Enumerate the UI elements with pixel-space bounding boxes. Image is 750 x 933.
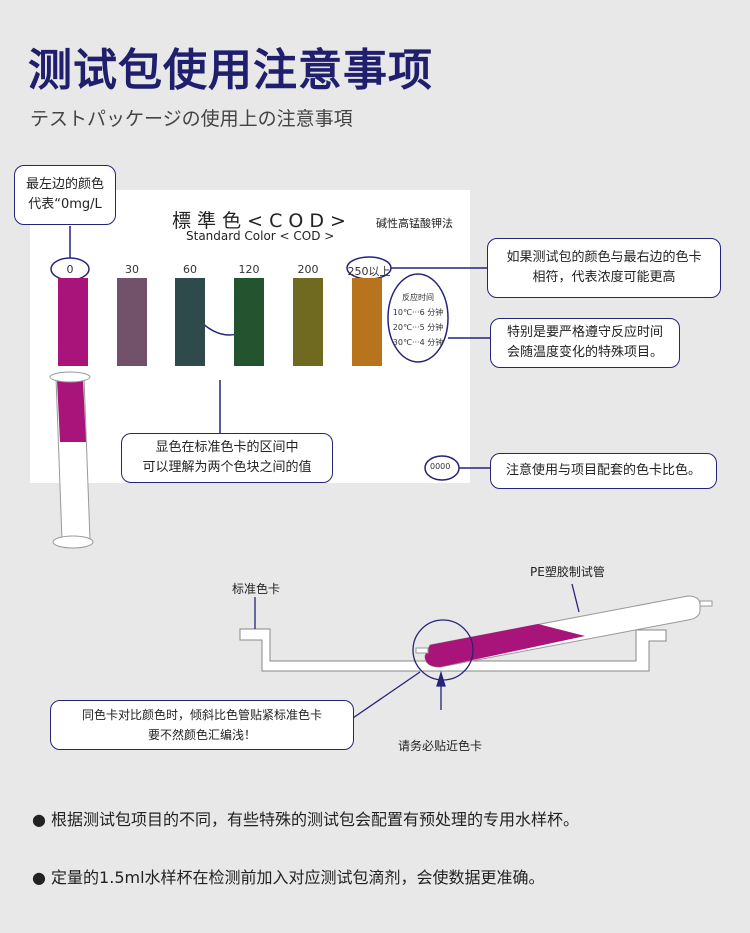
callout-right-top: 如果测试包的颜色与最右边的色卡 相符，代表浓度可能更高 xyxy=(487,238,721,298)
card-label: 标准色卡 xyxy=(232,582,281,596)
reaction-row: 30℃···4 分钟 xyxy=(392,338,444,347)
callout-line: 显色在标准色卡的区间中 xyxy=(155,440,299,455)
callout-line: 相符，代表浓度可能更高 xyxy=(532,270,676,285)
arrow-label: 请务必贴近色卡 xyxy=(398,739,483,753)
note-item: ● 定量的1.5ml水样杯在检测前加入对应测试包滴剂，会使数据更准确。 xyxy=(32,868,545,887)
swatch-label: 120 xyxy=(238,263,260,276)
swatch-200 xyxy=(293,278,323,366)
swatch-label: 60 xyxy=(183,263,197,276)
card-method: 碱性高锰酸钾法 xyxy=(376,217,453,230)
swatch-30 xyxy=(117,278,147,366)
reaction-row: 10℃···6 分钟 xyxy=(392,308,444,317)
swatch-120 xyxy=(234,278,264,366)
tip-line: 同色卡对比颜色时，倾斜比色管贴紧标准色卡 xyxy=(81,708,322,722)
callout-left: 最左边的颜色 代表“0mg/L xyxy=(14,165,116,225)
note-item: ● 根据测试包项目的不同，有些特殊的测试包会配置有预处理的专用水样杯。 xyxy=(32,810,580,829)
reaction-row: 20℃···5 分钟 xyxy=(392,323,444,332)
tip-bubble: 同色卡对比颜色时，倾斜比色管贴紧标准色卡 要不然颜色汇编浅！ xyxy=(50,700,354,750)
tilted-tube xyxy=(415,595,713,668)
note-text: 定量的1.5ml水样杯在检测前加入对应测试包滴剂，会使数据更准确。 xyxy=(51,868,545,887)
callout-line: 会随温度变化的特殊项目。 xyxy=(506,345,663,360)
swatch-label: 30 xyxy=(125,263,139,276)
swatch-250 xyxy=(352,278,382,366)
swatch-0 xyxy=(58,278,88,366)
callout-line: 如果测试包的颜色与最右边的色卡 xyxy=(506,250,702,265)
page-title: 测试包使用注意事项 xyxy=(28,45,433,96)
reaction-time: 反应时间 10℃···6 分钟 20℃···5 分钟 30℃···4 分钟 xyxy=(392,290,444,350)
callout-middle: 显色在标准色卡的区间中 可以理解为两个色块之间的值 xyxy=(121,433,333,483)
vertical-tube xyxy=(49,371,94,549)
page-subtitle: テストパッケージの使用上の注意事項 xyxy=(30,108,353,130)
callout-line: 代表“0mg/L xyxy=(28,197,102,212)
tip-line: 要不然颜色汇编浅！ xyxy=(147,728,256,742)
swatch-60 xyxy=(175,278,205,366)
note-text: 根据测试包项目的不同，有些特殊的测试包会配置有预处理的专用水样杯。 xyxy=(51,810,580,829)
card-subtitle: Standard Color < COD > xyxy=(186,229,335,243)
swatch-label: 200 xyxy=(297,263,319,276)
callout-line: 特别是要严格遵守反应时间 xyxy=(506,325,663,340)
callout-line: 可以理解为两个色块之间的值 xyxy=(142,460,312,475)
callout-right-mid: 特别是要严格遵守反应时间 会随温度变化的特殊项目。 xyxy=(490,318,680,368)
card-code: 0000 xyxy=(430,462,451,471)
reaction-title: 反应时间 xyxy=(402,293,434,302)
card-title: 標 準 色 < C O D > xyxy=(172,210,346,232)
tube-label: PE塑胶制试管 xyxy=(530,565,605,579)
swatch-label: 250以上 xyxy=(347,265,391,278)
swatch-label: 0 xyxy=(66,263,74,276)
callout-right-bottom: 注意使用与项目配套的色卡比色。 xyxy=(490,453,717,489)
callout-line: 最左边的颜色 xyxy=(25,177,104,192)
